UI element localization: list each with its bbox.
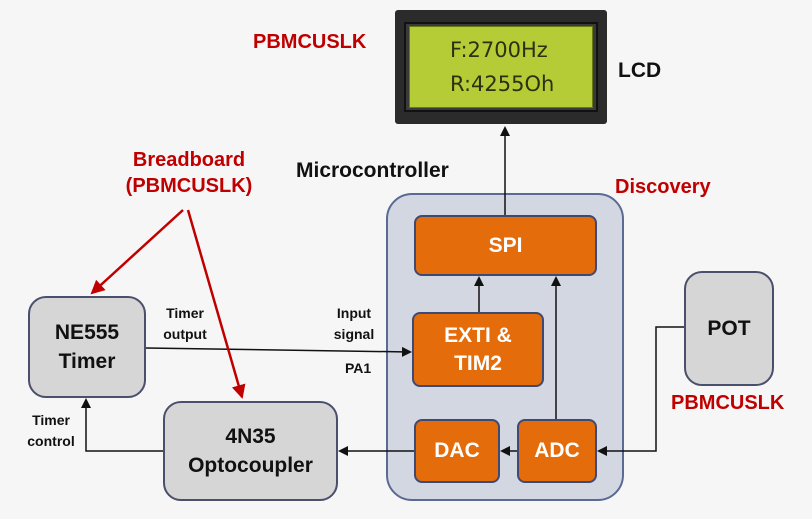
lcd-screen: F:2700Hz R:4255Oh <box>409 26 593 108</box>
lcd-module: F:2700Hz R:4255Oh <box>395 10 607 124</box>
ne555-timer-line1: NE555 <box>54 321 120 344</box>
ne555-timer-line2: Timer <box>58 350 116 373</box>
optocoupler-line1: 4N35 <box>225 425 276 448</box>
breadboard-label: Breadboard (PBMCUSLK) <box>104 147 274 199</box>
lcd-label: LCD <box>618 59 662 82</box>
adc-block-label: ADC <box>534 439 580 462</box>
input-signal-label: Input signal <box>330 303 378 345</box>
breadboard-label-line1: Breadboard <box>132 149 246 171</box>
ne555-to-exti-arrow <box>145 346 412 357</box>
timer-control-line2: control <box>27 433 75 449</box>
breadboard-pointer-ne555 <box>90 209 184 295</box>
timer-control-line1: Timer <box>32 412 70 428</box>
optocoupler-block: 4N35 Optocoupler <box>163 401 338 501</box>
breadboard-pointer-optocoupler <box>186 209 246 399</box>
pa1-label: PA1 <box>345 360 372 376</box>
exti-tim2-block-line2: TIM2 <box>454 351 502 375</box>
timer-output-label: Timer output <box>158 303 212 345</box>
lcd-pbmcuslk-label: PBMCUSLK <box>253 31 367 53</box>
lcd-line-2: R:4255Oh <box>450 72 555 96</box>
pot-to-adc-wire <box>597 326 684 456</box>
pot-block-label: POT <box>707 316 751 340</box>
breadboard-label-line2: (PBMCUSLK) <box>125 175 253 197</box>
optocoupler-to-ne555-wire <box>81 398 163 452</box>
timer-control-label: Timer control <box>24 410 78 452</box>
optocoupler-line2: Optocoupler <box>188 454 313 477</box>
exti-tim2-block-line1: EXTI & <box>444 323 512 347</box>
microcontroller-label: Microcontroller <box>296 159 449 182</box>
dac-block-label: DAC <box>434 439 480 462</box>
adc-block: ADC <box>517 419 597 483</box>
timer-output-line1: Timer <box>166 305 204 321</box>
timer-output-line2: output <box>163 326 207 342</box>
pot-block: POT <box>684 271 774 386</box>
input-signal-line1: Input <box>336 305 372 321</box>
ne555-timer-block: NE555 Timer <box>28 296 146 398</box>
exti-tim2-block: EXTI & TIM2 <box>412 312 544 387</box>
spi-block-label: SPI <box>488 233 523 257</box>
input-signal-line2: signal <box>333 326 375 342</box>
discovery-label: Discovery <box>615 176 711 198</box>
pot-pbmcuslk-label: PBMCUSLK <box>671 392 785 414</box>
spi-block: SPI <box>414 215 597 276</box>
dac-block: DAC <box>414 419 500 483</box>
lcd-line-1: F:2700Hz <box>450 38 548 62</box>
